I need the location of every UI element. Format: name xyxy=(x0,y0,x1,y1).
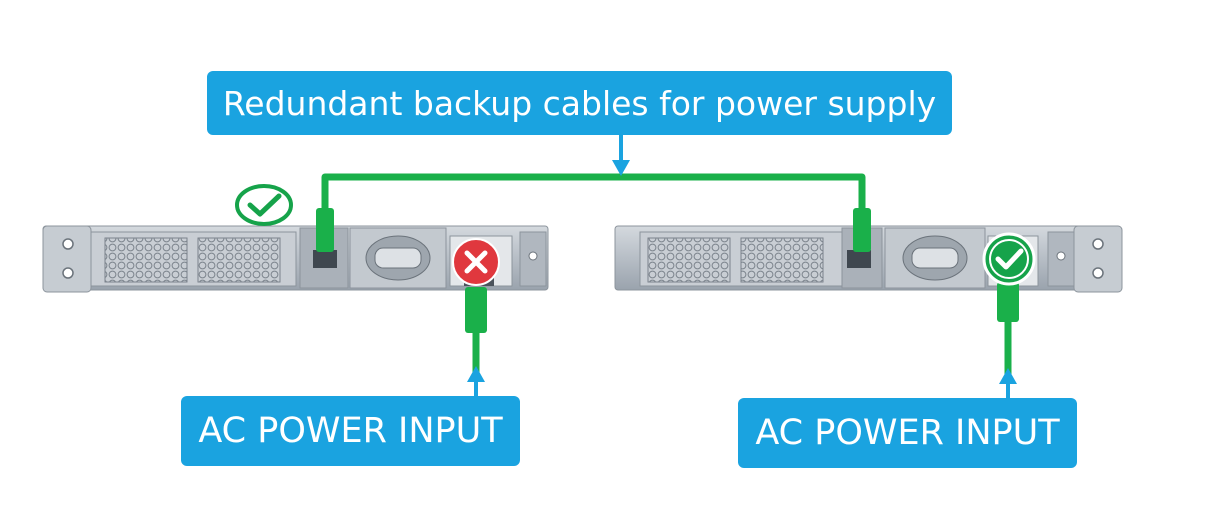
check-circle-icon xyxy=(235,184,293,226)
right-ac-power-input-label: AC POWER INPUT xyxy=(738,398,1077,468)
right-ac-plug xyxy=(997,282,1019,322)
top-label-arrow xyxy=(612,135,630,176)
redundant-backup-label: Redundant backup cables for power supply xyxy=(207,71,952,135)
left-switch-chassis xyxy=(42,225,549,293)
right-backup-plug xyxy=(853,208,871,252)
left-backup-plug xyxy=(316,208,334,252)
left-ac-plug xyxy=(465,287,487,333)
right-ac-input-cable xyxy=(997,282,1019,398)
check-circle-icon xyxy=(982,232,1036,286)
x-circle-icon xyxy=(452,238,500,286)
left-ac-power-input-label: AC POWER INPUT xyxy=(181,396,520,466)
redundant-backup-cable xyxy=(316,173,871,252)
left-ac-input-cable xyxy=(465,287,487,396)
